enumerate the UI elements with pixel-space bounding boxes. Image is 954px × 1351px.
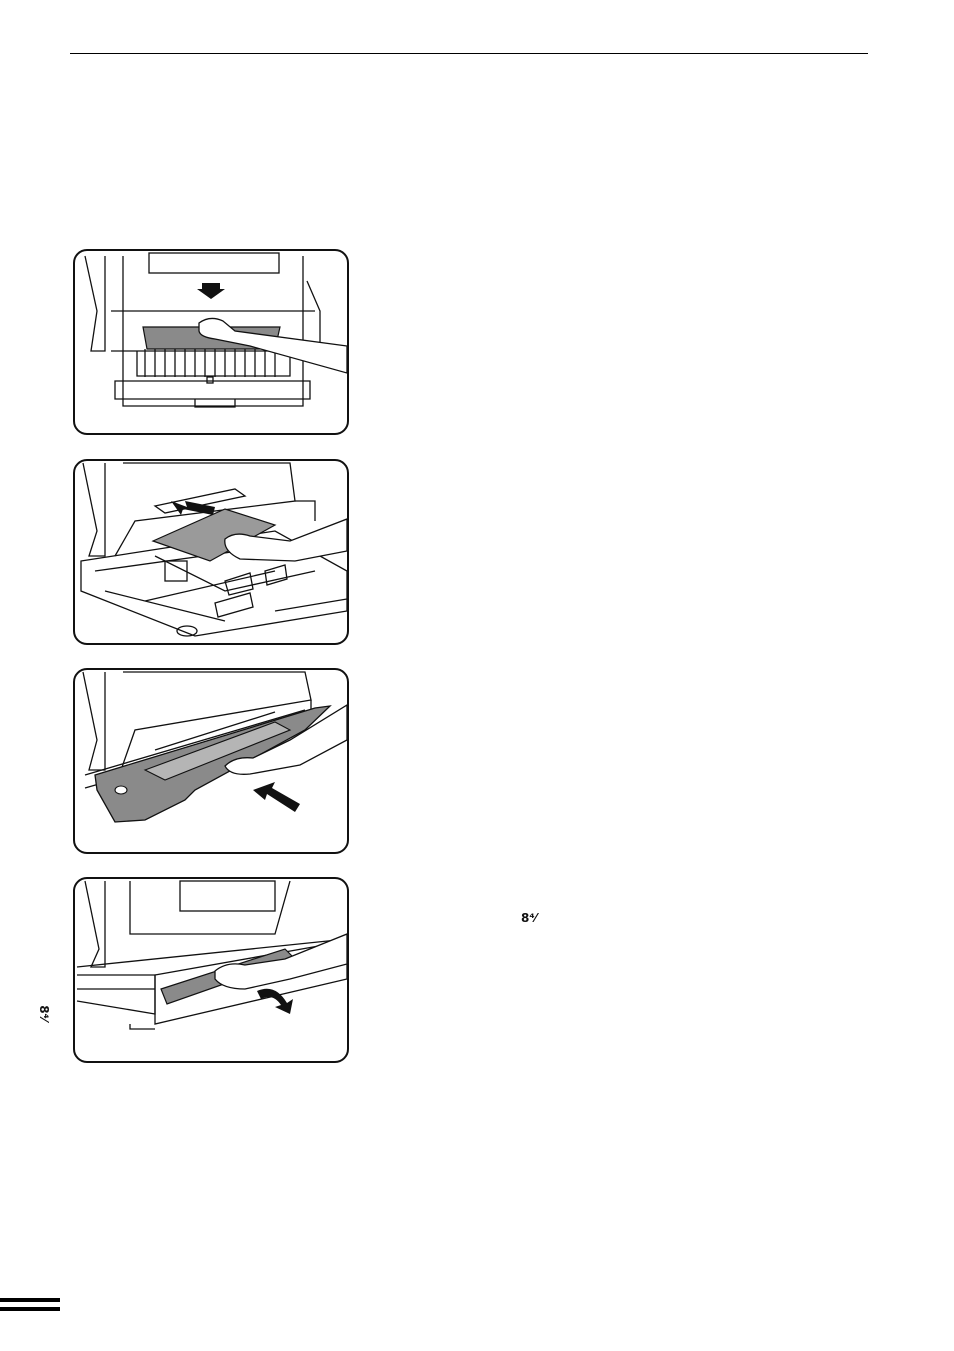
tray-insert-drawing [75, 670, 347, 852]
margin-symbol-mark: 8⁴⁄ [38, 1005, 50, 1021]
paper-tray-drawing [75, 461, 347, 643]
footer-bar-bottom [0, 1307, 60, 1311]
step-4-illustration [73, 877, 349, 1063]
step-1-illustration [73, 249, 349, 435]
lower-cover-drawing [75, 879, 347, 1061]
inline-symbol-mark: 8⁴⁄ [521, 912, 537, 924]
step-3-illustration [73, 668, 349, 854]
header-rule [70, 53, 868, 54]
rear-exit-drawing [75, 251, 347, 433]
step-2-illustration [73, 459, 349, 645]
footer-bar-top [0, 1298, 60, 1302]
